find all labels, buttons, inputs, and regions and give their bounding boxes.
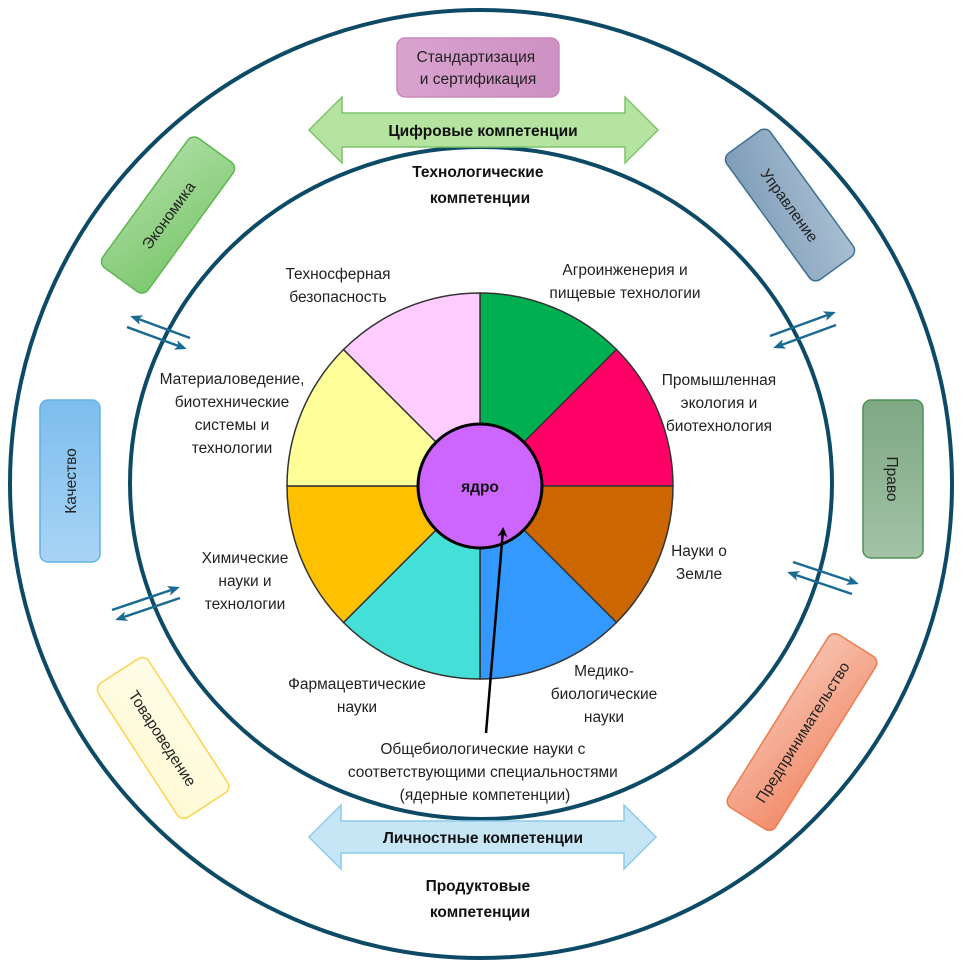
sector-label-line: науки (337, 699, 377, 716)
exchange-arrows-upper-right (769, 311, 837, 349)
box-quality[interactable]: Качество (39, 399, 101, 563)
core-label: ядро (461, 479, 499, 496)
digital-competencies-arrow[interactable]: Цифровые компетенции (307, 95, 660, 165)
core-annotation-line: Общебиологические науки с (380, 741, 585, 758)
sector-label-industrial-ecology: Промышленная экология и биотехнология (662, 372, 776, 435)
sector-label-line: Фармацевтические (288, 676, 426, 693)
sector-label-line: Промышленная (662, 372, 776, 389)
exchange-arrow-icon (769, 311, 836, 338)
exchange-arrows-upper-left (126, 315, 191, 350)
title-line: компетенции (430, 190, 530, 207)
box-law-label: Право (883, 456, 900, 501)
exchange-arrow-icon (773, 323, 837, 349)
sector-label-line: безопасность (289, 289, 386, 306)
core-annotation-line: (ядерные компетенции) (400, 787, 571, 804)
box-law[interactable]: Право (862, 399, 924, 559)
personal-competencies-arrow[interactable]: Личностные компетенции (307, 803, 658, 871)
sector-label-line: Медико- (574, 663, 634, 680)
sector-label-line: науки (584, 709, 624, 726)
technological-competencies-title: Технологические компетенции (412, 164, 548, 207)
sector-label-line: науки и (218, 573, 271, 590)
double-arrow-shape (307, 803, 658, 871)
sector-label-line: технологии (205, 596, 286, 613)
sector-label-technosphere: Техносферная безопасность (285, 266, 390, 306)
sector-label-line: экология и (681, 395, 758, 412)
exchange-arrows-lower-right (787, 560, 859, 596)
sector-label-line: Техносферная (285, 266, 390, 283)
exchange-arrow-icon (792, 560, 859, 585)
core-pointer-arrow (484, 527, 508, 734)
sector-label-materials: Материаловедение, биотехнические системы и… (160, 371, 305, 457)
sector-label-line: Агроинженерия и (562, 262, 687, 279)
sector-label-agro: Агроинженерия и пищевые технологии (549, 262, 700, 302)
digital-competencies-label: Цифровые компетенции (388, 123, 577, 140)
sector-label-pharmaceutical: Фармацевтические науки (288, 676, 426, 716)
title-line: Продуктовые (426, 878, 531, 895)
title-line: компетенции (430, 904, 530, 921)
sector-label-line: биологические (551, 686, 657, 703)
box-economics[interactable]: Экономика (98, 134, 237, 296)
box-standardization-label: Стандартизация и сертификация (417, 49, 540, 88)
box-quality-label: Качество (63, 448, 80, 514)
core-circle[interactable] (416, 422, 544, 550)
core-annotation: Общебиологические науки с соответствующи… (348, 741, 622, 804)
sector-label-chemistry: Химические науки и технологии (202, 550, 289, 613)
sector-label-line: Науки о (671, 543, 727, 560)
outer-ring (8, 8, 954, 960)
double-arrow-shape (307, 95, 660, 165)
title-line: Технологические (412, 164, 544, 181)
sector-label-line: биотехнические (175, 394, 290, 411)
sector-label-line: биотехнология (666, 418, 772, 435)
exchange-arrow-icon (130, 315, 191, 340)
sector-label-line: пищевые технологии (549, 285, 700, 302)
box-standardization[interactable]: Стандартизация и сертификация (396, 37, 560, 98)
sector-label-line: системы и (195, 417, 269, 434)
exchange-arrow-icon (126, 325, 187, 350)
sector-label-line: Материаловедение, (160, 371, 305, 388)
exchange-arrow-icon (787, 571, 853, 596)
product-competencies-title: Продуктовые компетенции (426, 878, 535, 921)
sector-label-line: Земле (676, 566, 722, 583)
exchange-arrow-icon (115, 596, 181, 621)
exchange-arrows-lower-left (111, 586, 181, 621)
sector-label-line: технологии (192, 440, 273, 457)
sector-label-earth-sciences: Науки о Земле (671, 543, 727, 583)
sector-label-medical-biology: Медико-биологические науки (551, 663, 657, 726)
sector-label-line: Химические (202, 550, 289, 567)
sector-labels: Агроинженерия и пищевые технологииПромышл… (160, 262, 777, 726)
exchange-arrow-icon (111, 586, 180, 612)
personal-competencies-label: Личностные компетенции (383, 830, 583, 847)
box-entrepreneurship[interactable]: Предпринимательство (724, 631, 880, 834)
core-annotation-line: соответствующими специальностями (348, 764, 618, 781)
box-commodity-science[interactable]: Товароведение (94, 655, 231, 822)
